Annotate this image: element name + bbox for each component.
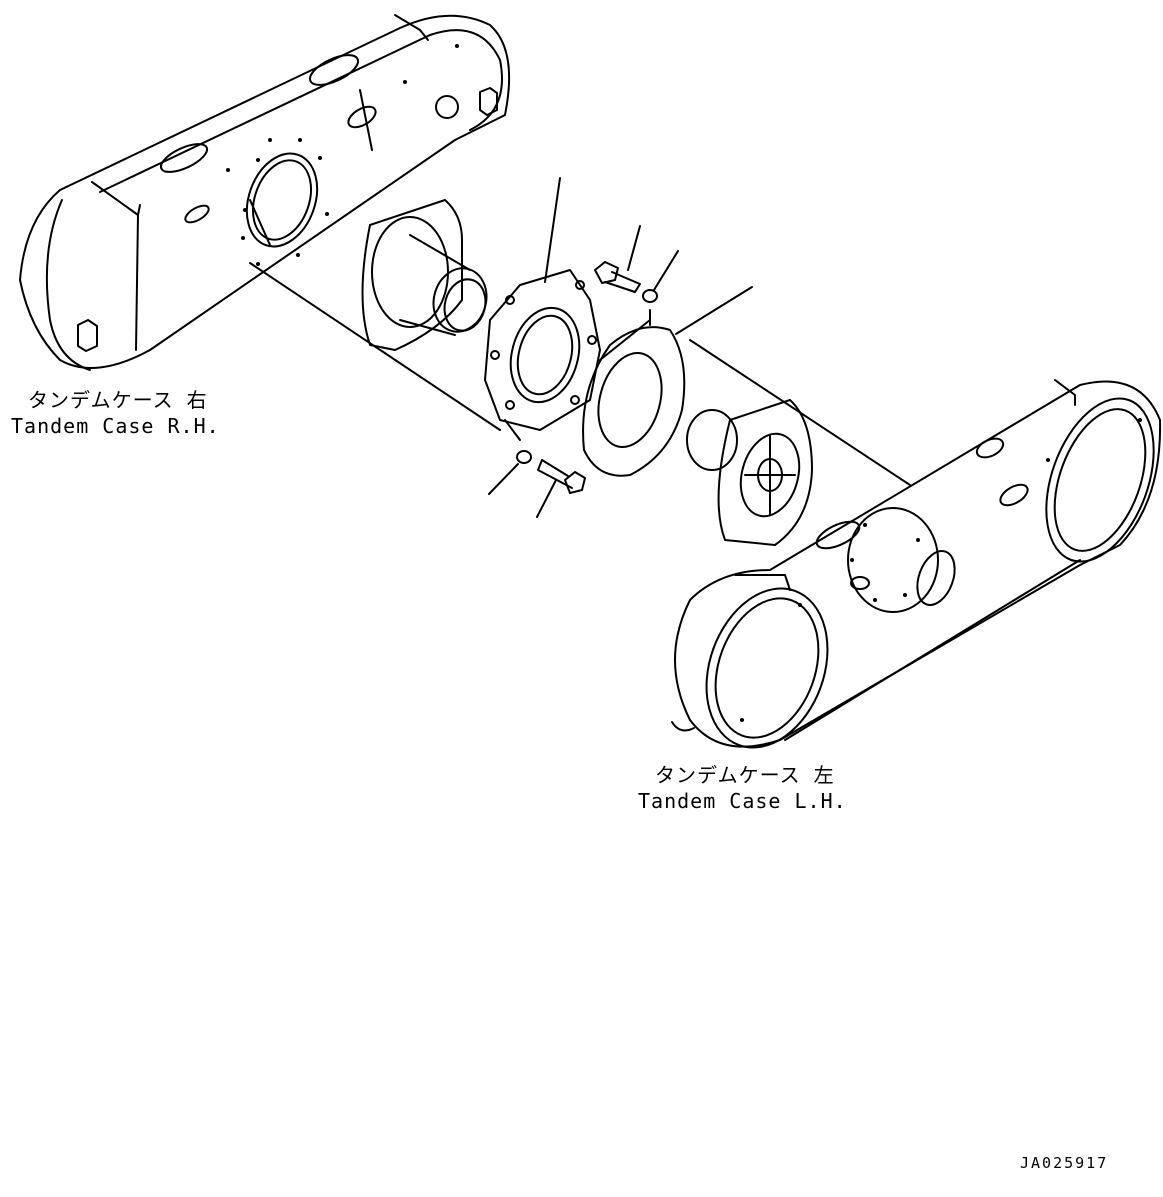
bolt-lower	[537, 459, 586, 494]
sprocket-carrier	[484, 269, 601, 431]
tandem-case-rh	[19, 14, 521, 441]
drawing-number: JA025917	[1020, 1154, 1109, 1172]
label-lh-english: Tandem Case L.H.	[638, 789, 847, 813]
sprocket-ring	[582, 319, 686, 477]
hub-housing-rh	[361, 199, 488, 351]
washer-lower	[516, 450, 532, 464]
leader-lines	[488, 177, 911, 518]
tandem-case-lh	[671, 379, 1162, 749]
label-rh-english: Tandem Case R.H.	[11, 414, 220, 438]
label-lh-japanese: タンデムケース 左	[655, 763, 835, 787]
hub-housing-lh	[686, 399, 813, 546]
label-rh-japanese: タンデムケース 右	[28, 388, 208, 412]
washer-upper	[642, 289, 658, 303]
bolt-hole-dots	[226, 44, 1142, 722]
bolt-upper	[594, 261, 641, 293]
